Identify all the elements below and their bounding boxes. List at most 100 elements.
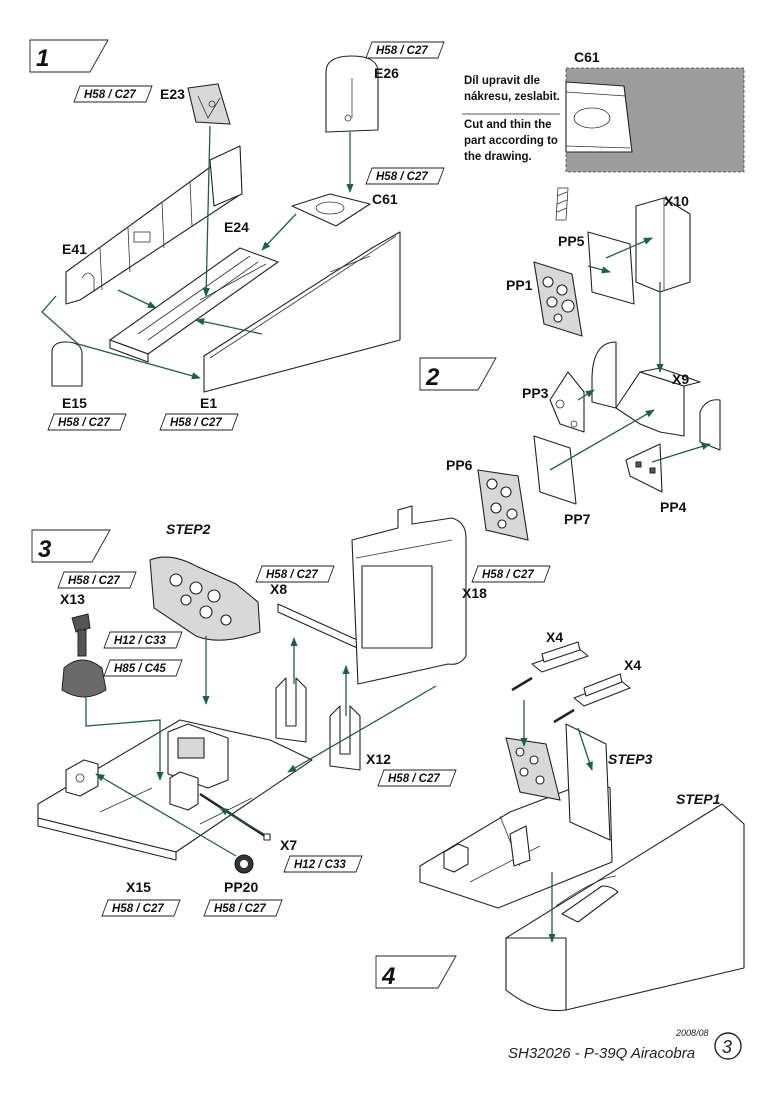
paint-code-x12: H58 / C27 (377, 769, 457, 787)
part-e1 (203, 231, 401, 393)
paint-code-x18: H58 / C27 (471, 565, 551, 583)
step-number-2: 2 (419, 357, 497, 391)
paint-code-x13-h12: H12 / C33 (103, 631, 183, 649)
svg-text:1: 1 (36, 45, 49, 72)
paint-code-x15: H58 / C27 (101, 899, 181, 917)
part-pp20 (234, 854, 254, 874)
label-step3: STEP3 (608, 751, 653, 767)
part-x12 (275, 677, 361, 771)
label-x10: X10 (664, 193, 689, 209)
svg-text:H58 / C27: H58 / C27 (214, 903, 266, 915)
arrow-x4-right (577, 727, 593, 771)
svg-text:H58 / C27: H58 / C27 (482, 569, 534, 581)
arrow-e15 (41, 295, 201, 380)
step2-assembly (477, 197, 721, 541)
paint-code-x13-h85: H85 / C45 (103, 659, 183, 677)
part-c61 (291, 193, 371, 227)
part-step2-panel (149, 556, 261, 641)
svg-text:H58 / C27: H58 / C27 (376, 45, 428, 57)
part-x8 (277, 603, 367, 653)
note-en-line1: Cut and thin the (464, 119, 552, 131)
svg-text:H58 / C27: H58 / C27 (84, 89, 136, 101)
svg-text:H58 / C27: H58 / C27 (170, 417, 222, 429)
step-number-1: 1 (29, 39, 109, 73)
svg-text:3: 3 (38, 536, 52, 563)
paint-code-e23: H58 / C27 (73, 85, 153, 103)
arrow-e23 (202, 125, 211, 297)
label-e1: E1 (200, 395, 217, 411)
label-pp20: PP20 (224, 879, 258, 895)
label-x7: X7 (280, 837, 297, 853)
paint-code-c61: H58 / C27 (365, 167, 445, 185)
svg-text:H58 / C27: H58 / C27 (58, 417, 110, 429)
svg-text:H58 / C27: H58 / C27 (376, 171, 428, 183)
note-en-line3: the drawing. (464, 151, 532, 163)
footer-date: 2008/08 (675, 1028, 709, 1038)
page-number-circle (714, 1032, 742, 1060)
page-number: 3 (722, 1037, 732, 1057)
label-x12: X12 (366, 751, 391, 767)
arrow-c61 (261, 213, 297, 251)
part-pp1 (533, 261, 583, 337)
part-e23 (187, 83, 231, 125)
arrow-e1 (195, 318, 263, 335)
step-number-3: 3 (31, 529, 111, 563)
part-x9 (591, 341, 721, 451)
arrow-pp7 (549, 409, 655, 471)
paint-code-e1: H58 / C27 (159, 413, 239, 431)
label-x15: X15 (126, 879, 151, 895)
label-pp6: PP6 (446, 457, 473, 473)
label-x18: X18 (462, 585, 487, 601)
part-pp4 (625, 443, 663, 493)
svg-text:H58 / C27: H58 / C27 (266, 569, 318, 581)
part-step1-fuselage (505, 803, 745, 1012)
step3-assembly (37, 505, 467, 874)
label-c61-detail: C61 (574, 49, 600, 65)
part-x4-right (553, 673, 631, 724)
svg-text:2: 2 (425, 364, 440, 391)
arrow-e41 (117, 289, 157, 309)
label-e26: E26 (374, 65, 399, 81)
label-e15: E15 (62, 395, 87, 411)
label-x13: X13 (60, 591, 85, 607)
arrow-x18 (287, 685, 437, 773)
note-cz-line2: nákresu, zeslabit. (464, 91, 560, 103)
svg-text:H58 / C27: H58 / C27 (388, 773, 440, 785)
paint-code-x7: H12 / C33 (283, 855, 363, 873)
label-e23: E23 (160, 86, 185, 102)
part-pp6 (477, 469, 529, 541)
paint-code-e26: H58 / C27 (365, 41, 445, 59)
label-step2: STEP2 (166, 521, 211, 537)
svg-text:H58 / C27: H58 / C27 (68, 575, 120, 587)
part-x10 (635, 197, 691, 293)
arrow-pp1 (605, 237, 653, 259)
part-x13 (61, 613, 107, 698)
arrow-pp4 (651, 442, 711, 463)
svg-text:H12 / C33: H12 / C33 (294, 859, 346, 871)
paint-code-x13: H58 / C27 (57, 571, 137, 589)
label-x4-left: X4 (546, 629, 563, 645)
paint-code-e15: H58 / C27 (47, 413, 127, 431)
label-x4-right: X4 (624, 657, 641, 673)
step-number-4: 4 (375, 955, 457, 990)
arrow-x13 (85, 696, 164, 781)
paint-code-pp20: H58 / C27 (203, 899, 283, 917)
part-e41 (65, 145, 243, 305)
part-x4-left (511, 641, 589, 692)
label-x8: X8 (270, 581, 287, 597)
arrow-pp3 (577, 389, 595, 401)
step1-assembly (41, 55, 401, 393)
part-pp7 (533, 435, 577, 505)
c61-detail (462, 67, 745, 221)
part-e15 (51, 341, 83, 387)
part-pp5 (587, 231, 635, 305)
label-e24: E24 (224, 219, 249, 235)
part-e26 (325, 55, 379, 133)
part-e24 (109, 247, 279, 363)
svg-text:H85 / C45: H85 / C45 (114, 663, 166, 675)
label-pp3: PP3 (522, 385, 549, 401)
step4-assembly (419, 641, 745, 1012)
label-c61: C61 (372, 191, 398, 207)
arrow-x7 (219, 807, 265, 835)
